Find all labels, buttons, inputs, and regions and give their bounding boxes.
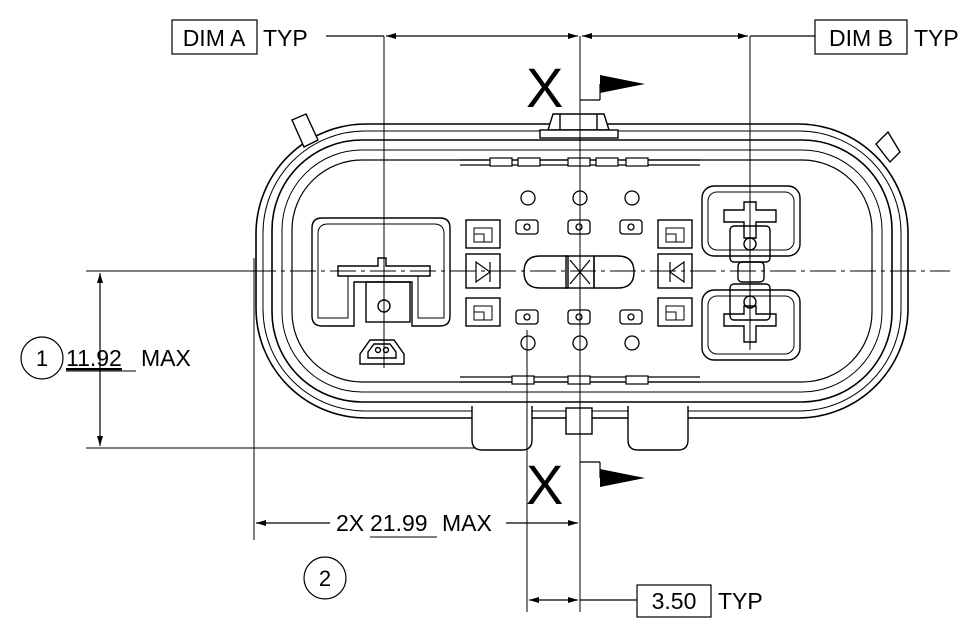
center-lines (86, 36, 950, 612)
balloon-2-group: 2 (303, 556, 347, 600)
dim-a-box (171, 19, 258, 55)
height-dimension-label: 1 11.92 MAX (20, 336, 191, 380)
width-dimension-label: 2X 21.99 MAX (336, 510, 492, 538)
latch-pegs (291, 113, 901, 164)
height-value: 11.92 (66, 345, 122, 371)
section-arrowheads (600, 75, 645, 487)
width-count: 2X (336, 510, 364, 536)
pitch-value: 3.50 (652, 588, 697, 614)
dim-a-label: DIM A TYP (171, 19, 308, 55)
dim-a-typ: TYP (263, 25, 308, 51)
balloon-2 (303, 556, 347, 600)
pitch-typ: TYP (718, 588, 763, 614)
bottom-tabs (471, 406, 689, 451)
dim-b-label: DIM B TYP (814, 19, 959, 55)
height-max: MAX (141, 345, 191, 371)
dim-a-text: DIM A (183, 25, 246, 51)
section-label-bottom: X (526, 453, 563, 516)
width-max: MAX (442, 510, 492, 536)
pitch-box (636, 584, 712, 618)
balloon-1-number: 1 (36, 346, 48, 371)
dim-b-typ: TYP (914, 25, 959, 51)
pin-holes (515, 190, 643, 351)
pitch-dimension-label: 3.50 TYP (636, 584, 763, 618)
section-label-top: X (526, 56, 563, 119)
dim-b-text: DIM B (829, 25, 893, 51)
left-cavity (311, 217, 451, 365)
right-cavities (701, 185, 801, 361)
balloon-1 (20, 336, 64, 380)
balloon-2-number: 2 (319, 566, 331, 591)
center-key (523, 255, 635, 289)
dim-b-box (814, 19, 908, 55)
width-value: 21.99 (370, 510, 428, 536)
